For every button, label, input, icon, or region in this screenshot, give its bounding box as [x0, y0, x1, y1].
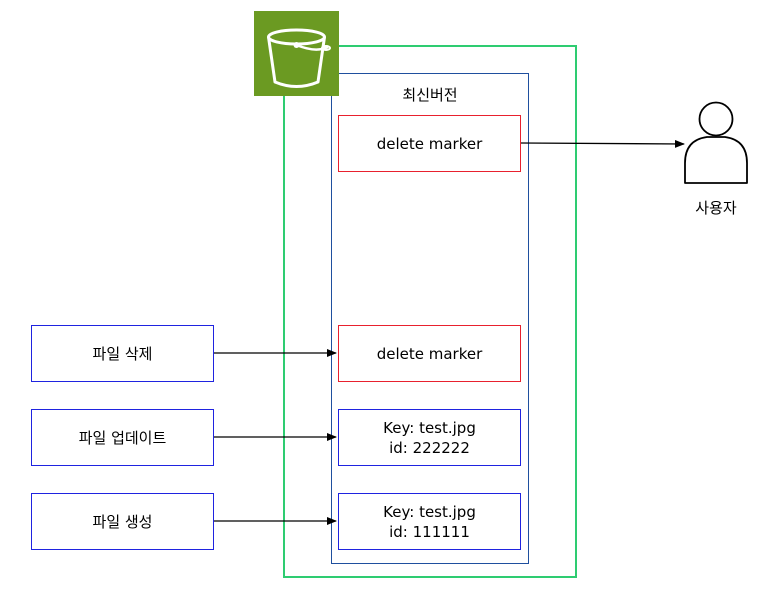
- current-delete-marker: delete marker: [338, 115, 521, 172]
- version-222222-id: id: 222222: [389, 438, 470, 457]
- delete-marker: delete marker: [338, 325, 521, 382]
- bucket-container: [283, 45, 577, 578]
- user-label: 사용자: [695, 199, 737, 217]
- update-file-action: 파일 업데이트: [31, 409, 214, 466]
- latest-version-title: 최신버전: [402, 86, 458, 104]
- current-delete-marker-label: delete marker: [376, 134, 483, 153]
- version-111111-id: id: 111111: [389, 522, 470, 541]
- version-container: [331, 73, 529, 564]
- delete-file-action: 파일 삭제: [31, 325, 214, 382]
- version-222222-key: Key: test.jpg: [383, 418, 476, 437]
- version-222222: Key: test.jpg id: 222222: [338, 409, 521, 466]
- create-file-action: 파일 생성: [31, 493, 214, 550]
- user-icon: [683, 100, 749, 184]
- version-111111: Key: test.jpg id: 111111: [338, 493, 521, 550]
- delete-file-label: 파일 삭제: [92, 344, 153, 363]
- create-file-label: 파일 생성: [92, 512, 153, 531]
- update-file-label: 파일 업데이트: [78, 428, 167, 447]
- delete-marker-label: delete marker: [376, 344, 483, 363]
- version-111111-key: Key: test.jpg: [383, 502, 476, 521]
- user-arrow: [520, 139, 685, 148]
- s3-bucket-icon: [254, 11, 339, 96]
